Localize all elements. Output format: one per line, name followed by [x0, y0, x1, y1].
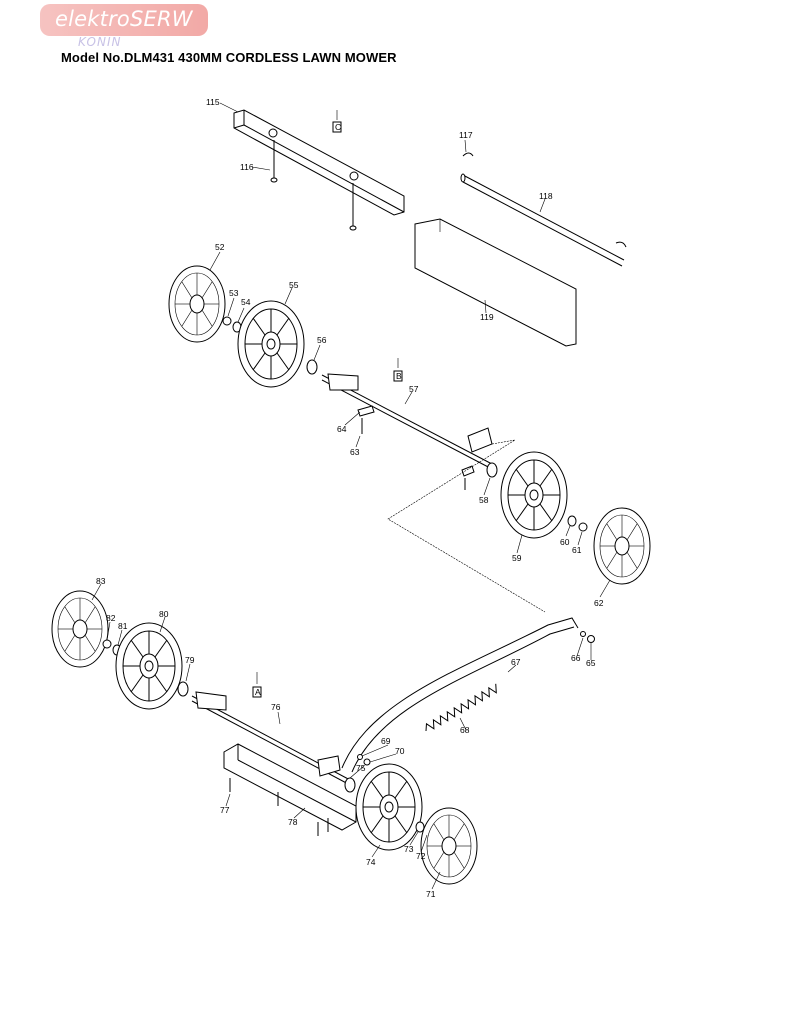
part-60-washer: [567, 515, 577, 527]
label-79: 79: [185, 655, 195, 665]
part-116b-screw: [349, 183, 357, 231]
label-118: 118: [539, 191, 553, 201]
ref-label-a: A: [255, 687, 261, 697]
ref-box-c: [332, 121, 342, 133]
label-74: 74: [366, 857, 376, 867]
part-52-wheel-cover: [168, 265, 226, 343]
label-53: 53: [229, 288, 239, 298]
ref-label-c: C: [335, 122, 341, 132]
ref-label-b: B: [396, 371, 402, 381]
part-117-clip: [462, 152, 474, 157]
part-61-nut: [578, 522, 588, 532]
part-67-handle-bar: [341, 617, 579, 773]
part-119-flap: [414, 218, 577, 347]
brand-logo: elektroSERW: [40, 4, 208, 36]
label-62: 62: [594, 598, 604, 608]
part-69-washer: [357, 754, 363, 760]
label-55: 55: [289, 280, 299, 290]
part-62-wheel-cover: [593, 507, 651, 585]
label-82: 82: [106, 613, 116, 623]
label-52: 52: [215, 242, 225, 252]
part-56-bearing: [306, 359, 318, 375]
label-78: 78: [288, 817, 298, 827]
part-55-wheel: [237, 300, 305, 388]
brand-city: KONIN: [78, 35, 122, 49]
label-63: 63: [350, 447, 360, 457]
label-66: 66: [571, 653, 581, 663]
label-61: 61: [572, 545, 582, 555]
part-73-washer: [415, 821, 425, 833]
label-54: 54: [241, 297, 251, 307]
part-82-nut: [102, 639, 112, 649]
part-118-rod: [460, 173, 625, 267]
label-115: 115: [206, 97, 220, 107]
label-59: 59: [512, 553, 522, 563]
label-56: 56: [317, 335, 327, 345]
part-76-axle: [191, 691, 353, 787]
label-58: 58: [479, 495, 489, 505]
guide-line: [387, 439, 546, 613]
label-70: 70: [395, 746, 405, 756]
label-65: 65: [586, 658, 596, 668]
label-81: 81: [118, 621, 128, 631]
part-71-wheel-cover: [420, 807, 478, 885]
part-83-wheel-cover: [51, 590, 109, 668]
label-71: 71: [426, 889, 436, 899]
label-117: 117: [459, 130, 473, 140]
part-53-nut: [222, 316, 232, 326]
label-69: 69: [381, 736, 391, 746]
label-76: 76: [271, 702, 281, 712]
part-78-bracket: [223, 743, 357, 831]
part-66-washer: [580, 631, 586, 637]
part-74-wheel: [355, 763, 423, 851]
part-68-spring: [425, 683, 497, 732]
label-68: 68: [460, 725, 470, 735]
part-116-screw: [270, 140, 278, 183]
label-72: 72: [416, 851, 426, 861]
part-115-bracket: [233, 109, 405, 216]
part-79-bearing: [177, 681, 189, 697]
label-80: 80: [159, 609, 169, 619]
label-83: 83: [96, 576, 106, 586]
part-57-axle: [321, 373, 493, 470]
part-59-wheel: [500, 451, 568, 539]
part-58-bearing: [486, 462, 498, 478]
leader-lines: [91, 102, 611, 890]
label-75: 75: [356, 763, 366, 773]
label-60: 60: [560, 537, 570, 547]
part-75-bearing: [344, 777, 356, 793]
ref-box-a: [252, 686, 262, 698]
label-57: 57: [409, 384, 419, 394]
part-64-key: [357, 405, 375, 417]
page-title: Model No.DLM431 430MM CORDLESS LAWN MOWE…: [61, 50, 397, 65]
label-77: 77: [220, 805, 230, 815]
label-64: 64: [337, 424, 347, 434]
brand-name: elektroSERW: [55, 7, 193, 31]
ref-box-b: [393, 370, 403, 382]
label-119: 119: [480, 312, 494, 322]
label-116: 116: [240, 162, 254, 172]
label-67: 67: [511, 657, 521, 667]
label-73: 73: [404, 844, 414, 854]
part-80-wheel: [115, 622, 183, 710]
part-65-nut: [587, 635, 595, 643]
